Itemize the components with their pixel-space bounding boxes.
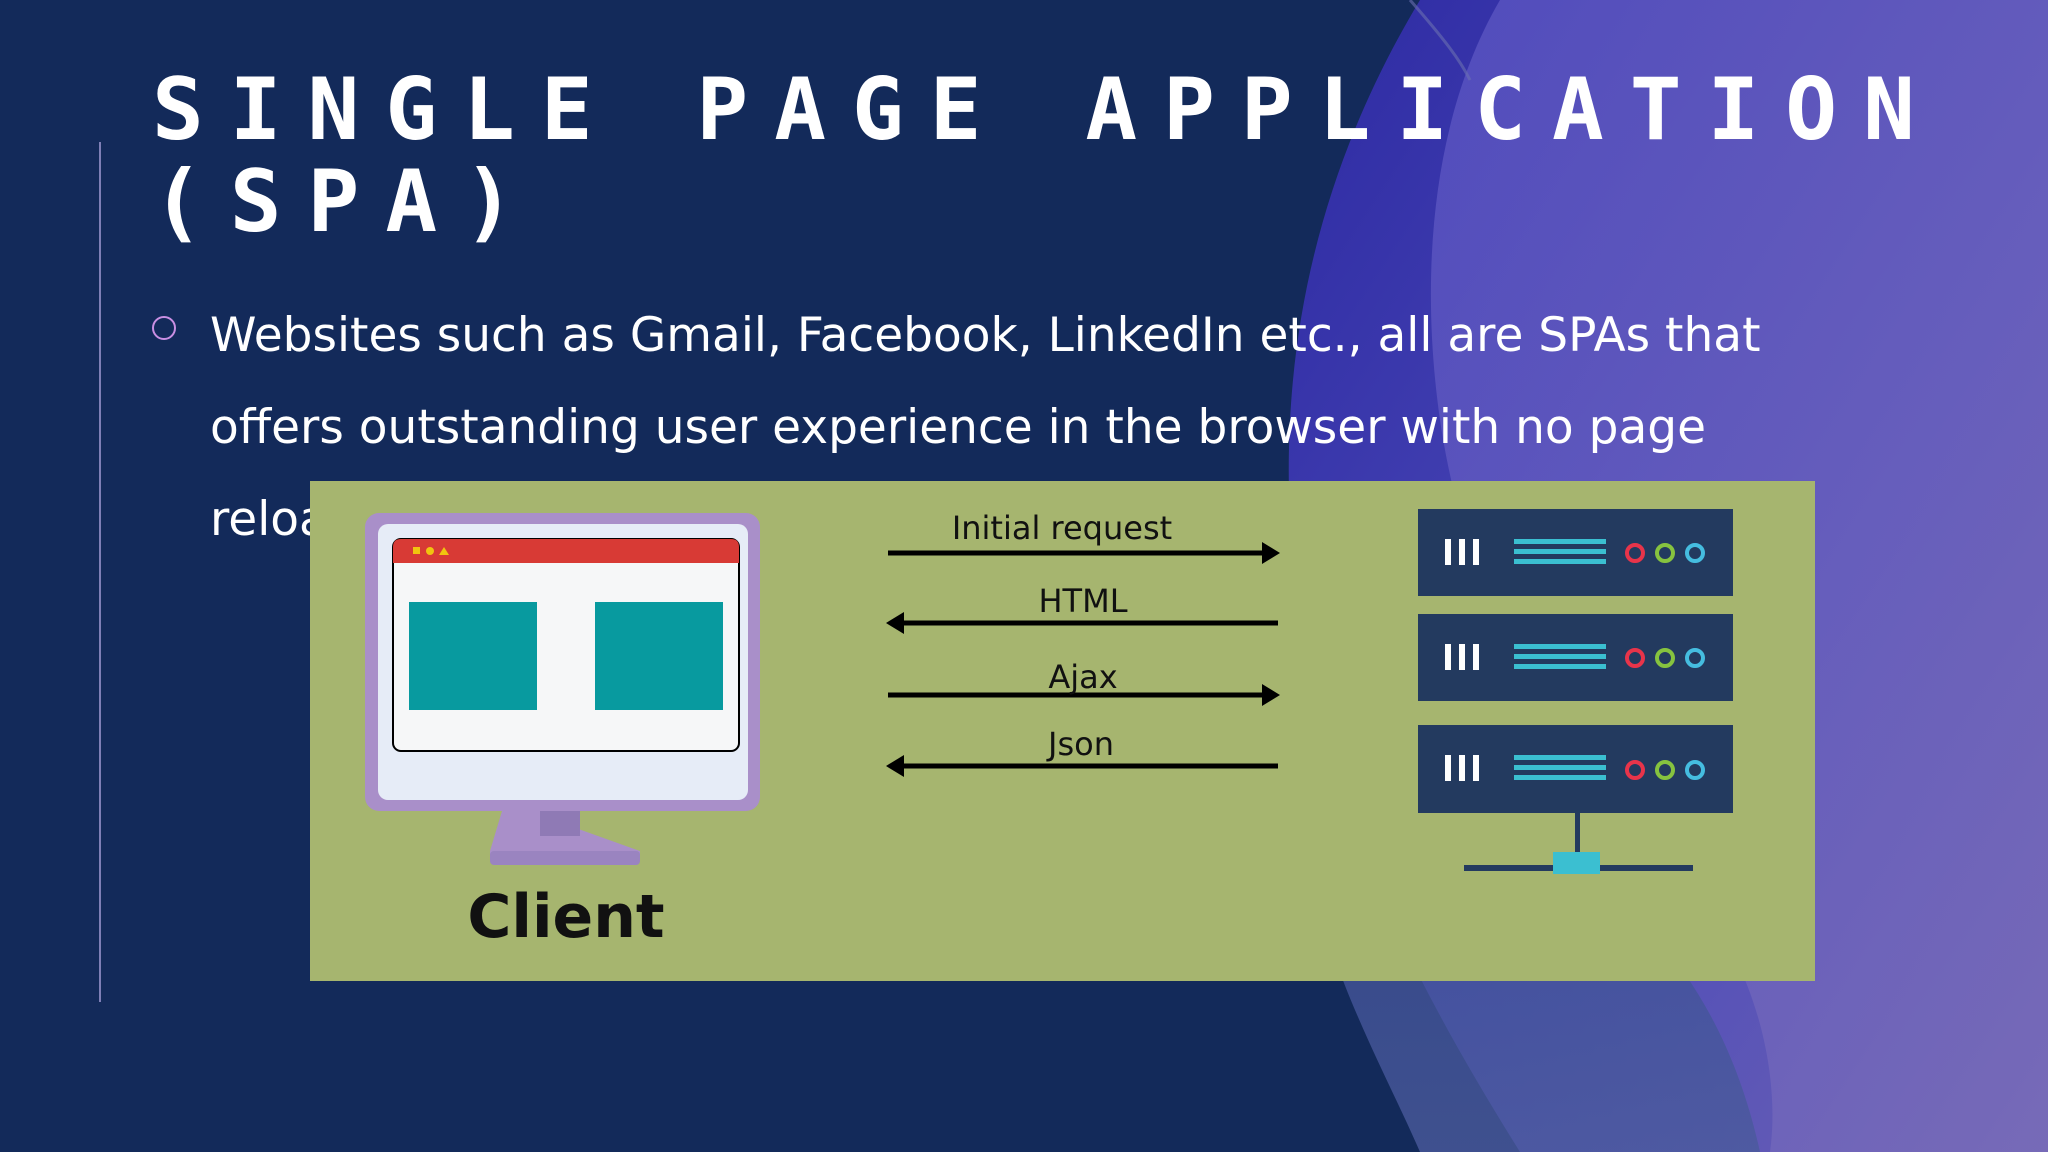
label-html: HTML bbox=[1038, 582, 1127, 620]
accent-vertical-line bbox=[99, 142, 101, 1002]
spa-diagram: Client Initial request HTML Ajax Json bbox=[310, 481, 1815, 981]
label-initial-request: Initial request bbox=[952, 509, 1172, 547]
arrow-json bbox=[886, 755, 1278, 777]
label-ajax: Ajax bbox=[1048, 658, 1117, 696]
arrow-html bbox=[886, 612, 1278, 634]
label-json: Json bbox=[1046, 725, 1114, 763]
server-unit-3 bbox=[1418, 725, 1733, 813]
bullet-circle-icon bbox=[152, 316, 176, 340]
server-stack-icon bbox=[1418, 509, 1733, 874]
arrow-initial-request bbox=[888, 542, 1280, 564]
arrow-ajax bbox=[888, 684, 1280, 706]
slide-title: SINGLE PAGE APPLICATION (SPA) bbox=[152, 60, 1941, 252]
monitor-icon bbox=[365, 513, 760, 865]
server-unit-2 bbox=[1418, 614, 1733, 701]
server-unit-1 bbox=[1418, 509, 1733, 596]
client-label: Client bbox=[467, 882, 664, 952]
